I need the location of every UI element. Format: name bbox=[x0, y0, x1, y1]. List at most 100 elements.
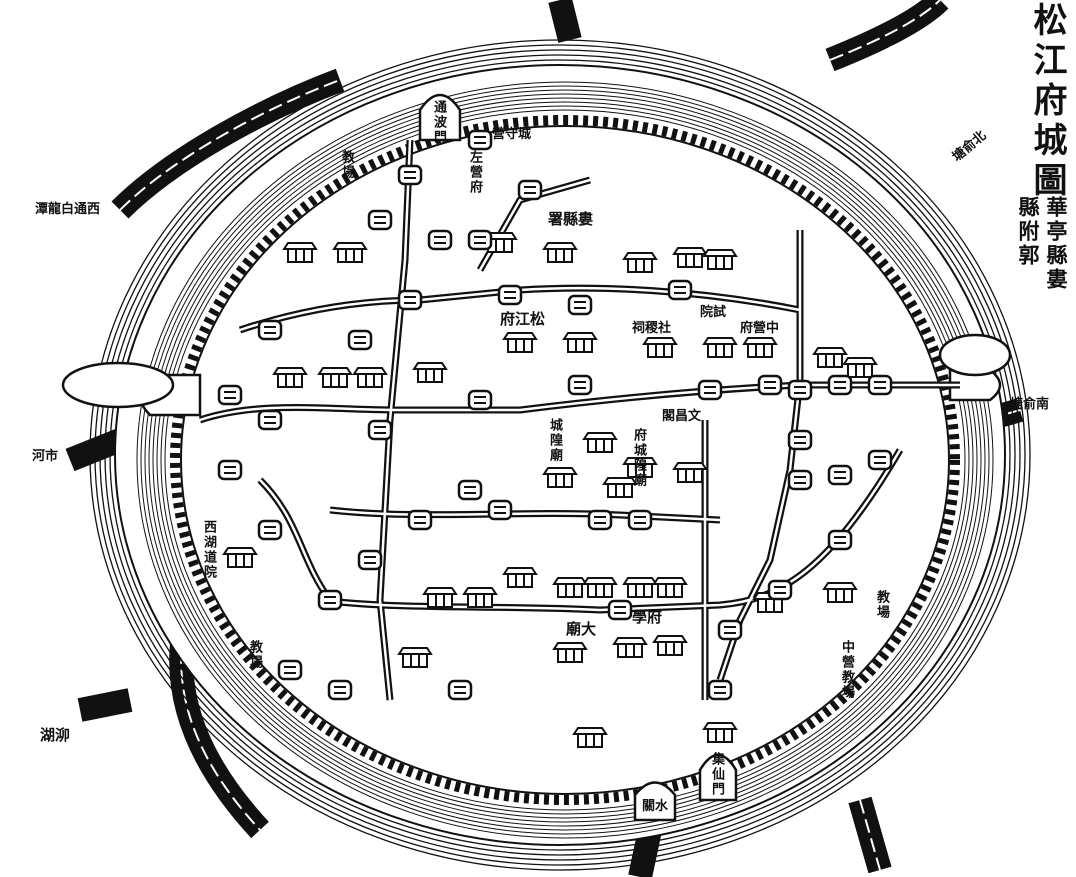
bridge-icon bbox=[217, 384, 243, 406]
bridge-icon bbox=[487, 499, 513, 521]
jiaochang-nw-label: 教場 bbox=[339, 150, 354, 180]
city-interior bbox=[180, 125, 950, 795]
building-icon bbox=[673, 462, 707, 483]
nanyutang-label: 南俞塘 bbox=[1010, 397, 1050, 412]
bridge-icon bbox=[357, 549, 383, 571]
crenellation bbox=[170, 115, 960, 805]
building-icon bbox=[283, 242, 317, 263]
building-icon bbox=[583, 432, 617, 453]
bridge-icon bbox=[367, 209, 393, 231]
building-icon bbox=[503, 567, 537, 588]
fuxue-label: 府學 bbox=[632, 608, 663, 626]
map-subtitle-right: 華亭縣婁 bbox=[1044, 196, 1069, 292]
building-icon bbox=[333, 242, 367, 263]
building-icon bbox=[553, 642, 587, 663]
building-icon bbox=[703, 722, 737, 743]
bridge-icon bbox=[427, 229, 453, 251]
building-icon bbox=[653, 577, 687, 598]
bridge-icon bbox=[217, 459, 243, 481]
building-icon bbox=[623, 252, 657, 273]
fu-label: 松江府 bbox=[500, 310, 546, 328]
building-icon bbox=[613, 637, 647, 658]
bridge-icon bbox=[767, 579, 793, 601]
building-icon bbox=[423, 587, 457, 608]
jiaochang-e-label: 教場 bbox=[874, 590, 889, 620]
bridge-icon bbox=[867, 374, 893, 396]
building-icon bbox=[673, 247, 707, 268]
bridge-icon bbox=[257, 409, 283, 431]
bridge-icon bbox=[827, 374, 853, 396]
xihu-label: 西湖道院 bbox=[201, 520, 216, 580]
bridge-icon bbox=[717, 619, 743, 641]
bridge-icon bbox=[567, 294, 593, 316]
building-icon bbox=[823, 582, 857, 603]
bridge-icon bbox=[707, 679, 733, 701]
bridge-icon bbox=[497, 284, 523, 306]
damiao-label: 大廟 bbox=[566, 620, 597, 638]
building-icon bbox=[543, 242, 577, 263]
bridge-icon bbox=[347, 329, 373, 351]
outer-moat bbox=[89, 39, 1031, 871]
building-icon bbox=[573, 727, 607, 748]
building-icon bbox=[463, 587, 497, 608]
zuoying-label: 左營府 bbox=[467, 150, 482, 195]
bridge-icon bbox=[667, 279, 693, 301]
south-gate-label: 集仙門 bbox=[709, 752, 724, 797]
bridge-icon bbox=[757, 374, 783, 396]
bridge-icon bbox=[257, 519, 283, 541]
bridge-icon bbox=[627, 509, 653, 531]
louxian-label: 婁縣署 bbox=[548, 210, 594, 228]
map-subtitle-left: 縣附郭 bbox=[1016, 196, 1041, 268]
building-icon bbox=[623, 577, 657, 598]
north-gate-label: 通波門 bbox=[431, 100, 446, 145]
bridge-icon bbox=[277, 659, 303, 681]
building-icon bbox=[843, 357, 877, 378]
building-icon bbox=[398, 647, 432, 668]
building-icon bbox=[703, 249, 737, 270]
bridge-icon bbox=[607, 599, 633, 621]
bridge-icon bbox=[827, 464, 853, 486]
bridge-icon bbox=[327, 679, 353, 701]
fuchenghuang-label: 府城隍廟 bbox=[631, 428, 646, 488]
bridge-icon bbox=[787, 469, 813, 491]
bridge-icon bbox=[447, 679, 473, 701]
bridge-icon bbox=[317, 589, 343, 611]
bridge-icon bbox=[467, 129, 493, 151]
building-icon bbox=[318, 367, 352, 388]
bridge-icon bbox=[467, 389, 493, 411]
zhongying-label: 中營府 bbox=[740, 321, 780, 336]
building-icon bbox=[813, 347, 847, 368]
canals bbox=[198, 139, 960, 701]
bridge-icon bbox=[517, 179, 543, 201]
building-icon bbox=[703, 337, 737, 358]
bridge-icon bbox=[407, 509, 433, 531]
wenchang-label: 文昌閣 bbox=[662, 409, 702, 424]
city-wall bbox=[136, 81, 994, 839]
maohu-label: 泖湖 bbox=[40, 726, 71, 744]
bridge-icon bbox=[867, 449, 893, 471]
shihe-label: 市河 bbox=[32, 449, 59, 464]
bridge-icon bbox=[787, 429, 813, 451]
building-icon bbox=[743, 337, 777, 358]
building-icon bbox=[543, 467, 577, 488]
zhongying-jiaochang-label: 中營教場 bbox=[839, 640, 854, 700]
sheji-label: 社稷祠 bbox=[632, 321, 672, 336]
bridge-icon bbox=[397, 164, 423, 186]
bridge-icon bbox=[787, 379, 813, 401]
bridge-icon bbox=[367, 419, 393, 441]
building-icon bbox=[273, 367, 307, 388]
west-bailong-label: 西通白龍潭 bbox=[35, 202, 101, 217]
building-icon bbox=[583, 577, 617, 598]
bridge-icon bbox=[697, 379, 723, 401]
building-icon bbox=[353, 367, 387, 388]
map-title: 松江府城圖 bbox=[1027, 2, 1067, 202]
building-icon bbox=[553, 577, 587, 598]
building-icon bbox=[653, 635, 687, 656]
building-icon bbox=[223, 547, 257, 568]
bridge-icon bbox=[397, 289, 423, 311]
bridge-icon bbox=[457, 479, 483, 501]
shiyuan-label: 試院 bbox=[700, 305, 727, 320]
gates bbox=[61, 93, 1012, 822]
